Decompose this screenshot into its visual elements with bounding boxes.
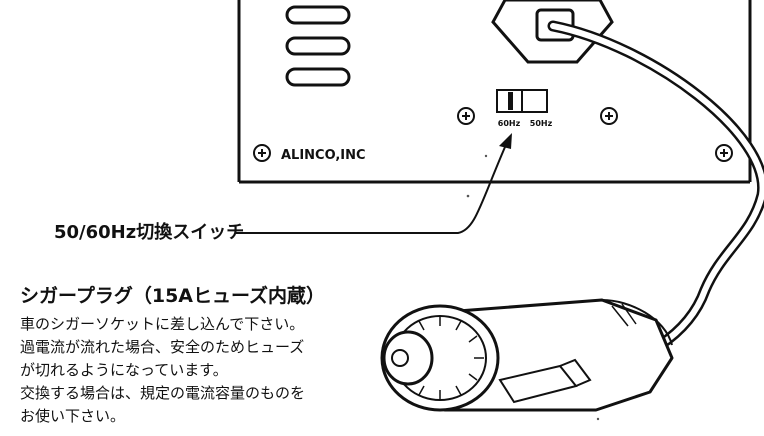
description-line: 車のシガーソケットに差し込んで下さい。 [20,315,305,333]
description-line: が切れるようになっています。 [20,361,228,379]
description-line: 過電流が流れた場合、安全のためヒューズ [20,338,305,356]
screw-icon [457,107,475,125]
vent-slot-icon [285,5,351,25]
brand-label: ALINCO,INC [281,148,366,163]
screw-icon [715,144,733,162]
switch-60hz-label: 60Hz [498,119,521,128]
switch-callout-label: 50/60Hz切換スイッチ [54,222,245,243]
cigar-plug-icon [380,298,674,412]
screws [253,107,733,162]
hex-nut-icon [491,0,614,64]
screw-icon [600,107,618,125]
description-line: お使い下さい。 [20,407,126,425]
slide-switch-icon [496,89,548,113]
vent-slot-icon [285,67,351,87]
cigar-plug-description: 車のシガーソケットに差し込んで下さい。 過電流が流れた場合、安全のためヒューズ … [20,313,305,428]
vent-slot-icon [285,36,351,56]
description-line: 交換する場合は、規定の電流容量のものを [20,384,306,402]
switch-50hz-label: 50Hz [530,119,553,128]
cigar-plug-title: シガープラグ（15Aヒューズ内蔵） [20,285,326,307]
screw-icon [253,144,271,162]
vent-slots [285,5,351,87]
callout-arrow-icon [236,133,512,234]
power-cable [547,20,764,351]
